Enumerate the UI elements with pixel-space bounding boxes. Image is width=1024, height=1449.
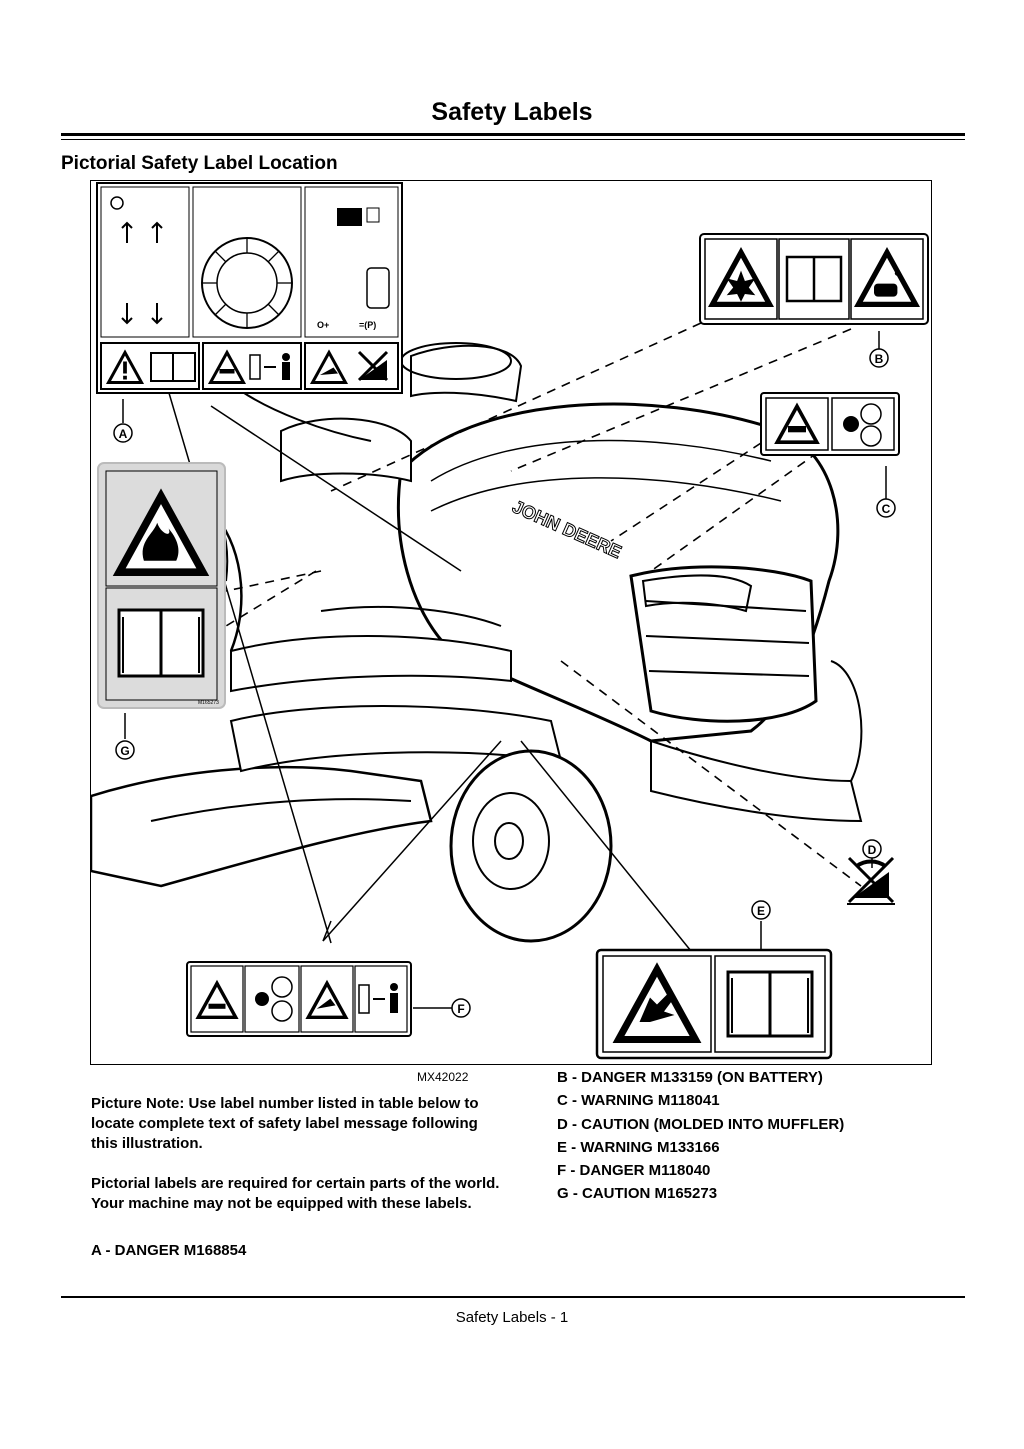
operator-manual-icon <box>150 352 196 382</box>
operator-manual-icon <box>726 970 814 1038</box>
thrown-object-icon <box>306 981 348 1019</box>
operator-manual-icon <box>117 608 205 678</box>
callout-f: F <box>451 998 471 1018</box>
svg-text:C: C <box>882 502 891 516</box>
label-item-c: C - WARNING M118041 <box>557 1092 720 1110</box>
label-item-d: D - CAUTION (MOLDED INTO MUFFLER) <box>557 1115 845 1133</box>
label-item-g: G - CAUTION M165273 <box>557 1185 718 1203</box>
label-item-a: A - DANGER M168854 <box>91 1242 247 1259</box>
label-g-part-number: M165273 <box>198 700 219 706</box>
thrown-object-icon <box>311 351 347 384</box>
operator-manual-icon <box>785 255 843 303</box>
label-item-f: F - DANGER M118040 <box>557 1162 711 1180</box>
label-item-b: B - DANGER M133159 (ON BATTERY) <box>557 1069 823 1086</box>
label-c-decal <box>760 392 900 456</box>
keep-away-person-icon <box>358 983 398 1014</box>
callout-b: B <box>869 348 889 368</box>
mower-drawing: JOHN DEERE <box>91 342 863 943</box>
svg-text:=(P): =(P) <box>359 320 376 330</box>
svg-text:F: F <box>457 1002 464 1016</box>
fire-icon <box>119 496 203 572</box>
hand-entanglement-icon <box>775 404 819 445</box>
svg-text:E: E <box>757 904 765 918</box>
picture-note: Picture Note: Use label number listed in… <box>91 1095 479 1152</box>
label-g-fire-decal: M165273 <box>97 462 226 709</box>
label-e-decal <box>595 948 833 1060</box>
svg-text:G: G <box>120 744 129 758</box>
callout-g: G <box>115 740 135 760</box>
hand-entanglement-icon <box>843 403 882 447</box>
explosion-icon <box>712 252 769 304</box>
callout-d: D <box>862 839 882 859</box>
acid-burn-icon <box>858 252 915 304</box>
label-f-deck-decal <box>186 961 412 1037</box>
figure-id: MX42022 <box>417 1070 469 1084</box>
svg-text:B: B <box>875 352 884 366</box>
label-a-dashboard-decal: O+ =(P) <box>96 182 403 394</box>
hand-entanglement-icon <box>255 976 293 1022</box>
label-b-battery-decal <box>699 233 929 325</box>
page-title: Safety Labels <box>431 98 593 126</box>
keep-away-person-icon <box>249 353 290 380</box>
title-rule-thick <box>61 133 965 136</box>
svg-text:A: A <box>119 427 128 441</box>
pictorial-labels-note: Pictorial labels are required for certai… <box>91 1175 500 1212</box>
dashed-leader-lines <box>225 322 862 887</box>
svg-text:O+: O+ <box>317 320 329 330</box>
hand-entanglement-icon <box>619 970 696 1040</box>
callout-e: E <box>751 900 771 920</box>
hand-entanglement-icon <box>196 981 238 1019</box>
section-heading: Pictorial Safety Label Location <box>61 153 338 174</box>
thrown-object-icon <box>209 351 245 384</box>
no-slope-icon <box>357 350 389 382</box>
label-legend-list: B - DANGER M133159 (ON BATTERY) C - WARN… <box>557 1068 844 1208</box>
callout-a: A <box>113 423 133 443</box>
label-item-e: E - WARNING M133166 <box>557 1138 720 1156</box>
callout-c: C <box>876 498 896 518</box>
label-d-muffler-symbol <box>847 856 895 905</box>
title-rule-thin <box>61 139 965 140</box>
page-footer: Safety Labels - 1 <box>455 1309 569 1326</box>
safety-label-illustration: JOHN DEERE <box>90 180 932 1065</box>
svg-text:D: D <box>868 843 877 857</box>
footer-rule <box>61 1296 965 1298</box>
warning-triangle-icon <box>107 351 143 384</box>
